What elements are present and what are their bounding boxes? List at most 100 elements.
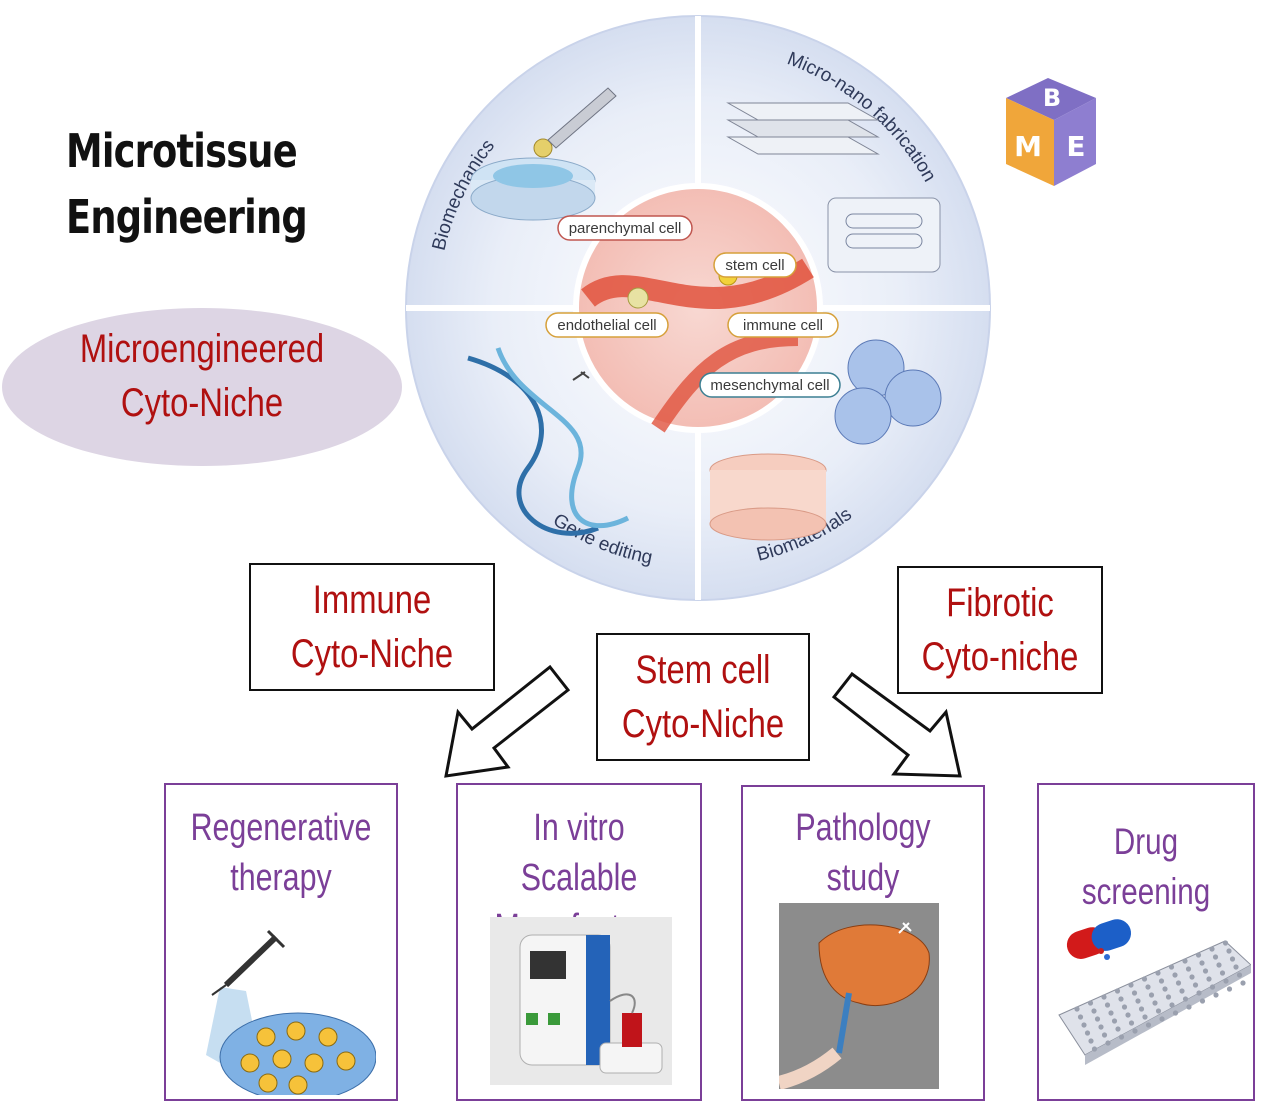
app-title-pathology: Pathology study	[795, 807, 931, 899]
well	[1199, 998, 1206, 1004]
label-parenchymal-cell: parenchymal cell	[569, 220, 682, 237]
well	[1202, 968, 1209, 974]
well	[1226, 986, 1233, 992]
well	[1213, 992, 1219, 998]
well	[1135, 998, 1141, 1004]
well	[1105, 1040, 1111, 1046]
logo-letter-m: M	[1014, 130, 1042, 163]
well	[1175, 980, 1182, 986]
fibrotic-niche-line-1: Fibrotic	[946, 581, 1054, 625]
biomaterials-illustration	[709, 339, 942, 541]
well	[1145, 984, 1151, 990]
label-box-stem	[713, 252, 797, 278]
well	[1081, 1022, 1087, 1028]
page-title: Microtissue Engineering	[66, 118, 308, 250]
well	[1138, 1006, 1145, 1012]
niche-ellipse-line-1: Microengineered	[79, 327, 325, 371]
well	[1118, 1034, 1125, 1040]
well	[1132, 1028, 1138, 1034]
well	[1128, 1020, 1135, 1026]
app-regenerative-therapy: Regenerative therapy	[164, 783, 398, 1101]
well	[1209, 984, 1216, 990]
well	[1169, 1002, 1175, 1008]
well	[1182, 996, 1189, 1002]
well	[1131, 990, 1138, 996]
label-mesenchymal-cell: mesenchymal cell	[710, 377, 829, 394]
well	[1108, 1010, 1114, 1016]
well	[1168, 964, 1175, 970]
well	[1226, 948, 1232, 954]
label-immune-cell: immune cell	[743, 317, 823, 334]
well	[1158, 978, 1165, 984]
well	[1216, 962, 1222, 968]
well	[1152, 1000, 1158, 1006]
well	[1219, 970, 1226, 976]
logo-letter-b: B	[1043, 84, 1061, 112]
well	[1209, 946, 1215, 952]
well	[1111, 1018, 1118, 1024]
label-box-parenchymal	[557, 215, 693, 241]
label-box-immune	[727, 312, 839, 338]
well	[1172, 972, 1178, 978]
well	[1172, 1010, 1179, 1016]
fibrotic-niche-box: Fibrotic Cyto-niche	[897, 566, 1103, 694]
stem-niche-line-2: Cyto-Niche	[621, 702, 785, 746]
bioreactor-device-icon	[490, 917, 672, 1085]
well	[1212, 954, 1219, 960]
well	[1222, 940, 1229, 946]
well	[1101, 1032, 1108, 1038]
well	[1240, 980, 1246, 986]
well	[1141, 976, 1148, 982]
well	[1142, 1014, 1148, 1020]
label-endothelial-cell: endothelial cell	[557, 317, 656, 334]
well	[1195, 952, 1202, 958]
well	[1199, 960, 1205, 966]
well	[1128, 982, 1134, 988]
well	[1182, 958, 1188, 964]
app-in-vitro-manufacture: In vitro Scalable Manufacture	[456, 783, 702, 1101]
well	[1118, 996, 1124, 1002]
app-title-drug-screening: Drug screening	[1081, 821, 1211, 912]
syringe-cells-icon	[206, 929, 376, 1095]
well	[1162, 986, 1168, 992]
well	[1159, 1016, 1165, 1022]
well	[1125, 1012, 1131, 1018]
well	[1236, 972, 1243, 978]
niche-ellipse	[2, 308, 402, 466]
label-box-endothelial	[545, 312, 669, 338]
well	[1223, 978, 1229, 984]
pill-wellplate-icon	[1058, 919, 1251, 1065]
stem-cell-niche-box: Stem cell Cyto-Niche	[596, 633, 810, 761]
well	[1094, 1016, 1101, 1022]
well	[1115, 1026, 1121, 1032]
title-line-2: Engineering	[66, 190, 308, 244]
well	[1233, 964, 1239, 970]
well	[1104, 1002, 1111, 1008]
app-pathology-study: Pathology study	[741, 785, 985, 1101]
well	[1074, 1006, 1080, 1012]
well	[1114, 988, 1121, 994]
immune-niche-box: Immune Cyto-Niche	[249, 563, 495, 691]
well	[1165, 994, 1172, 1000]
well	[1155, 1008, 1162, 1014]
fibrotic-niche-line-2: Cyto-niche	[921, 635, 1079, 679]
stem-niche-line-1: Stem cell	[635, 648, 771, 692]
immune-niche-line-1: Immune	[312, 578, 432, 622]
well	[1185, 966, 1192, 972]
label-box-mesenchymal	[699, 372, 841, 398]
immune-niche-line-2: Cyto-Niche	[290, 632, 454, 676]
fabrication-illustration	[726, 102, 941, 273]
well	[1098, 1024, 1104, 1030]
title-line-1: Microtissue	[66, 124, 298, 178]
well	[1206, 976, 1212, 982]
app-title-regenerative: Regenerative therapy	[190, 807, 372, 899]
well	[1091, 1008, 1097, 1014]
well	[1101, 994, 1107, 1000]
well	[1196, 990, 1202, 996]
well	[1121, 1004, 1128, 1010]
well	[1091, 1046, 1098, 1052]
well	[1229, 956, 1236, 962]
well	[1155, 970, 1161, 976]
well	[1148, 992, 1155, 998]
logo-letter-e: E	[1066, 130, 1085, 163]
